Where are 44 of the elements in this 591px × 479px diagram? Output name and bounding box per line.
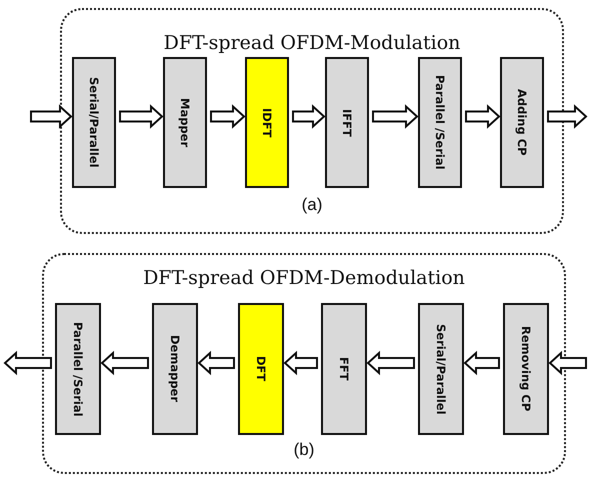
block-label: IDFT [260,108,274,138]
block-arrow [465,104,500,129]
block-label: Mapper [178,98,192,148]
dotted-panel [42,253,566,474]
dotted-panel [60,8,564,234]
block-arrow [284,350,318,376]
block-arrow [548,350,587,376]
block-arrow [372,104,418,129]
panel-title: DFT-spread OFDM-Demodulation [143,267,465,289]
process-block [325,57,369,188]
block-label: FFT [337,357,351,381]
process-block [55,303,101,435]
panel-caption: (b) [294,440,314,460]
block-arrow [30,104,72,129]
block-label: Parallel /Serial [71,322,85,416]
block-label: IFFT [340,108,354,136]
process-block [500,57,544,188]
panel-title: DFT-spread OFDM-Modulation [164,32,460,54]
process-block [418,57,462,188]
process-block [418,303,464,435]
block-arrow [198,350,235,376]
block-arrow [547,104,588,129]
block-arrow [292,104,326,129]
block-label: Parallel /Serial [433,75,447,170]
block-label: Serial/Parallel [434,324,448,414]
process-block [163,57,207,188]
process-block [72,57,116,188]
panel-caption: (a) [302,195,322,215]
process-block [238,303,284,435]
block-label: Adding CP [515,89,529,156]
process-block [152,303,198,435]
block-label: DFT [254,356,268,382]
block-arrow [119,104,164,129]
block-arrow [464,350,500,376]
block-label: Demapper [168,335,182,403]
block-arrow [366,350,415,376]
block-arrow [210,104,246,129]
block-label: Removing CP [519,326,533,412]
block-arrow [4,350,52,376]
process-block [503,303,549,435]
process-block [321,303,367,435]
block-arrow [100,350,149,376]
process-block [245,57,289,188]
block-label: Serial/Parallel [87,77,101,168]
